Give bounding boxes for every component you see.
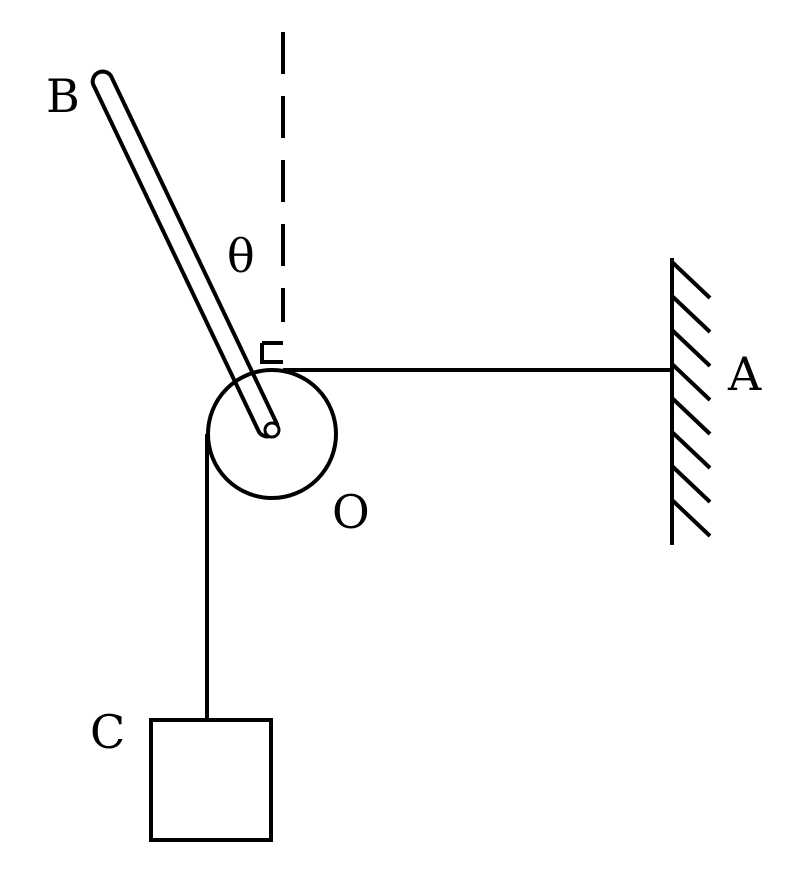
pulley-axle: [263, 421, 281, 439]
label-o: O: [332, 485, 370, 539]
label-c: C: [90, 705, 125, 759]
block-c: [149, 718, 273, 842]
hatch: [670, 260, 712, 300]
label-b: B: [46, 69, 80, 123]
hatch: [670, 498, 712, 538]
right-angle-marker: [260, 343, 283, 364]
wall-a: [670, 258, 712, 545]
hatch: [670, 396, 712, 436]
hatch: [670, 464, 712, 504]
label-a: A: [727, 347, 762, 401]
hatch: [670, 362, 712, 402]
hatch: [670, 294, 712, 334]
hatch: [670, 430, 712, 470]
label-theta: θ: [227, 229, 255, 283]
hatch: [670, 328, 712, 368]
